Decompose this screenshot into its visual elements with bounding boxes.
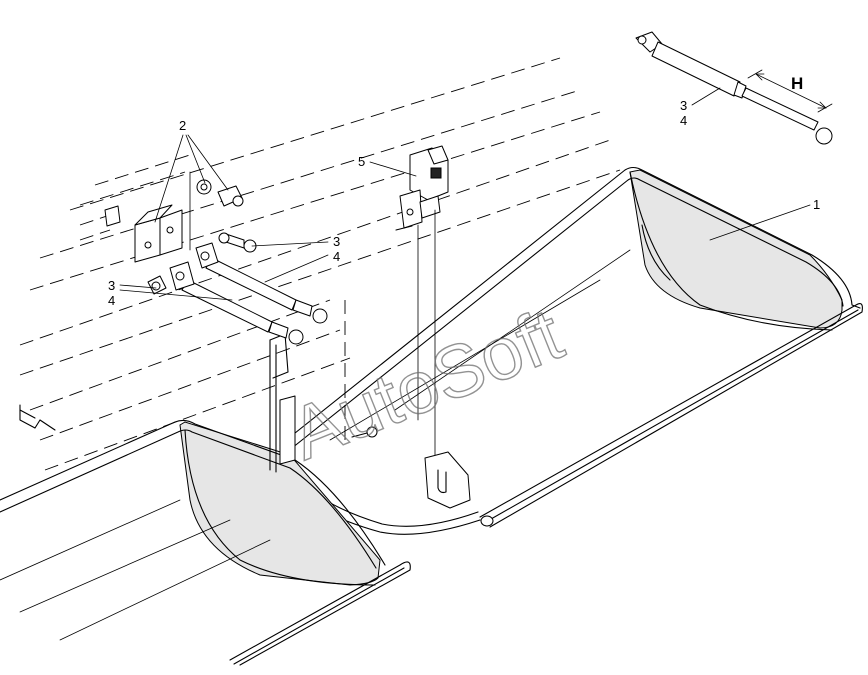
gas-strut-left [147,232,328,345]
callout-4-left: 4 [108,293,115,308]
gas-strut-detail [635,31,833,145]
callout-1: 1 [813,197,820,212]
frame-outline-dashed [19,57,621,471]
callout-3-left: 3 [108,278,115,293]
callout-3-middle: 3 [333,234,340,249]
hinge-bracket [104,171,244,263]
callout-5: 5 [358,154,365,169]
storage-tray-right [279,166,863,535]
callout-3-detail: 3 [680,98,687,113]
storage-tray-left [0,419,411,666]
leader-lines [119,87,811,301]
latch-bracket [395,145,449,456]
callout-2: 2 [179,118,186,133]
callout-4-detail: 4 [680,113,687,128]
dimension-h-label: H [791,74,803,93]
striker-block [424,451,471,509]
callout-labels: 1 2 3 4 3 4 3 4 5 H [108,74,820,308]
callout-4-middle: 4 [333,249,340,264]
seal-strip [269,333,296,473]
small-pin [351,426,378,438]
